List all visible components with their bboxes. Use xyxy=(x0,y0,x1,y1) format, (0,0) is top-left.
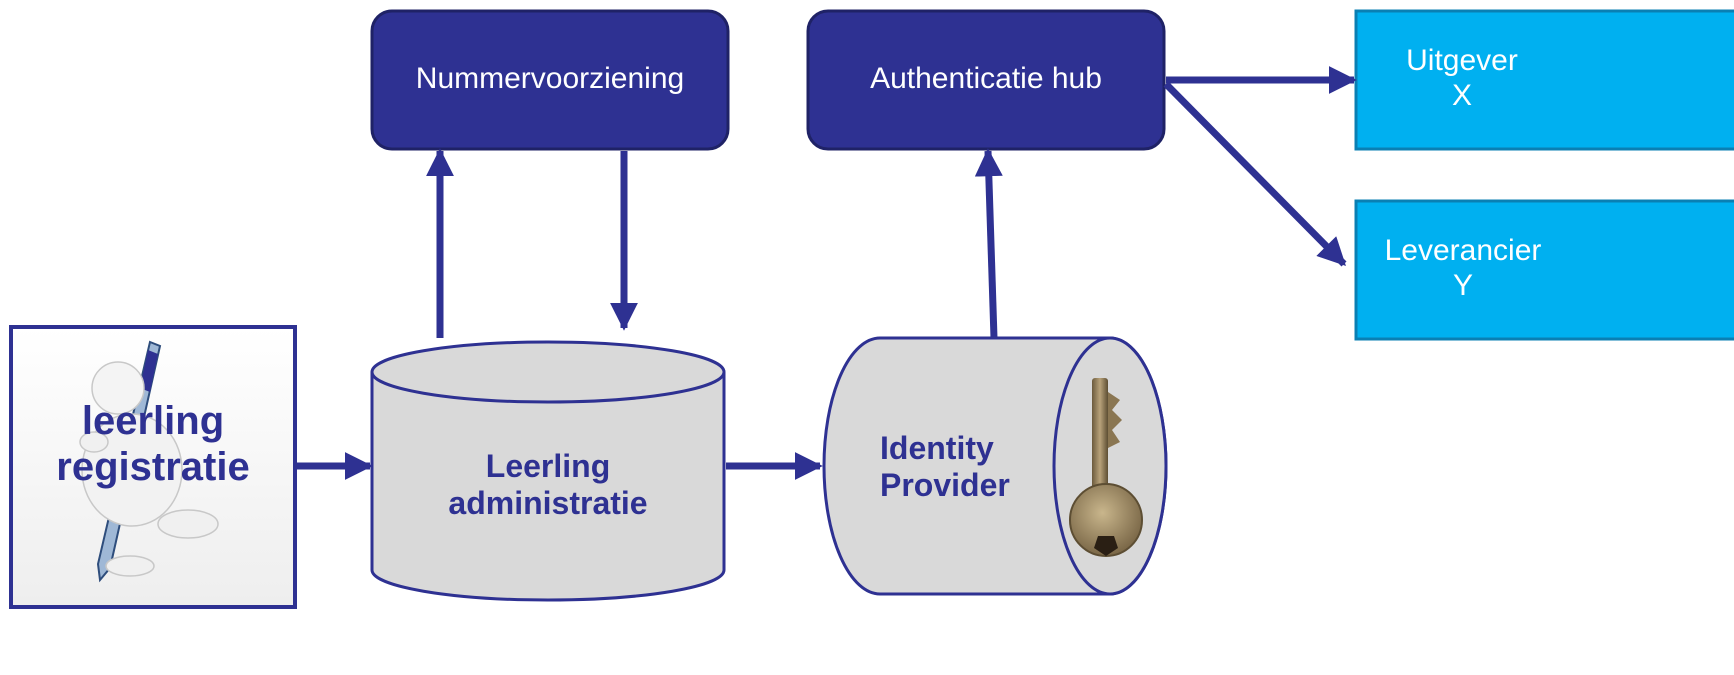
uitgever-line2: X xyxy=(1451,78,1472,112)
uitgever-line1: Uitgever xyxy=(1406,44,1518,77)
leerling-administratie-line1: Leerling xyxy=(485,448,611,484)
leerling-registratie-line1: leerling xyxy=(81,399,225,443)
authenticatie-hub-label: Authenticatie hub xyxy=(870,62,1102,95)
leverancier-box xyxy=(1354,199,1734,341)
arrow-hub-to-leverancier xyxy=(1163,81,1347,267)
nummervoorziening-label: Nummervoorziening xyxy=(415,62,685,95)
leverancier-line2: Y xyxy=(1452,268,1473,302)
leerling-registratie-label: leerling registratie xyxy=(11,398,295,490)
leerling-administratie-cylinder xyxy=(370,340,726,602)
identity-provider-label: Identity Provider xyxy=(852,430,1080,504)
leverancier-label: Leverancier Y xyxy=(1356,234,1570,303)
uitgever-label: Uitgever X xyxy=(1356,44,1568,113)
key-icon xyxy=(1069,378,1143,557)
leerling-administratie-label: Leerling administratie xyxy=(372,448,724,522)
leerling-administratie-line2: administratie xyxy=(448,484,648,521)
identity-provider-line2: Provider xyxy=(880,466,1010,503)
person-with-pen-icon xyxy=(79,340,219,583)
identity-provider-line1: Identity xyxy=(880,430,994,466)
leerling-registratie-line2: registratie xyxy=(56,445,250,489)
arrow-identity-provider-to-authenticatie-hub xyxy=(974,148,1003,339)
uitgever-box xyxy=(1354,9,1734,151)
nummervoorziening-box xyxy=(370,9,730,151)
leverancier-line1: Leverancier xyxy=(1384,234,1542,267)
